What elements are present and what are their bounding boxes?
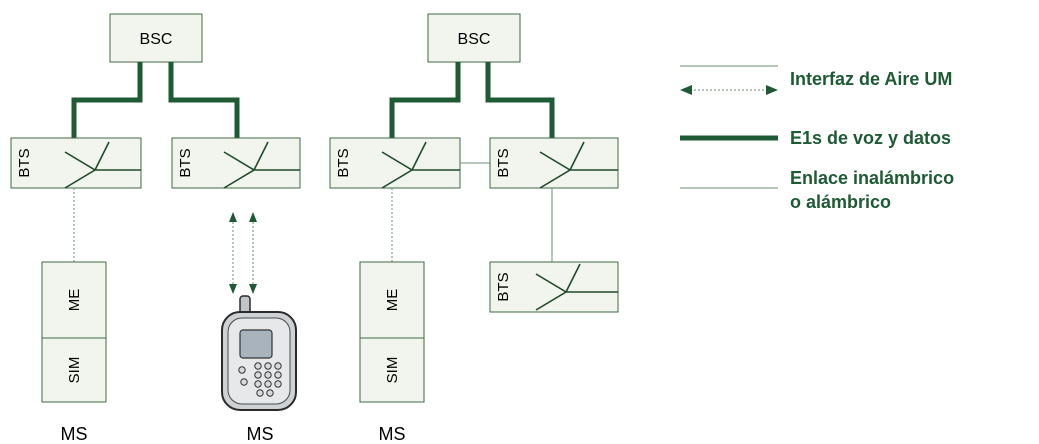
bts-right-2-label: BTS	[495, 148, 512, 177]
me-left-label: ME	[66, 289, 83, 312]
e1-link-left-2	[171, 62, 237, 142]
legend-link-label-1: Enlace inalámbrico	[790, 168, 954, 188]
e1-link-right-2	[488, 62, 552, 142]
bts-right-2: BTS	[490, 138, 618, 188]
me-right-label: ME	[384, 289, 401, 312]
ms-phone-label: MS	[247, 424, 274, 444]
bts-right-1-label: BTS	[335, 148, 352, 177]
e1-link-left-1	[74, 62, 140, 142]
legend: Interfaz de Aire UM E1s de voz y datos E…	[680, 66, 954, 212]
legend-e1-label: E1s de voz y datos	[790, 128, 951, 148]
e1-link-right-1	[392, 62, 458, 142]
bsc-left-label: BSC	[140, 31, 173, 48]
legend-air-interface-label: Interfaz de Aire UM	[790, 69, 952, 89]
legend-link-label-2: o alámbrico	[790, 192, 891, 212]
bts-left-1: BTS	[11, 138, 141, 188]
sim-right-label: SIM	[384, 357, 401, 384]
ms-left-label: MS	[61, 424, 88, 444]
bts-right-1: BTS	[330, 138, 460, 188]
bts-left-2: BTS	[172, 138, 300, 188]
sim-left-label: SIM	[66, 357, 83, 384]
bts-right-3-label: BTS	[495, 272, 512, 301]
mobile-phone-icon	[222, 296, 296, 410]
bsc-left: BSC	[110, 14, 202, 62]
air-interface-arrows	[229, 212, 257, 294]
ms-right: ME SIM MS	[360, 262, 424, 444]
bts-left-1-label: BTS	[16, 148, 33, 177]
ms-left: ME SIM MS	[42, 262, 106, 444]
bsc-right: BSC	[428, 14, 520, 62]
ms-right-label: MS	[379, 424, 406, 444]
bsc-right-label: BSC	[458, 31, 491, 48]
bts-left-2-label: BTS	[177, 148, 194, 177]
legend-air-arrow	[680, 85, 778, 95]
bts-right-3: BTS	[490, 262, 618, 312]
